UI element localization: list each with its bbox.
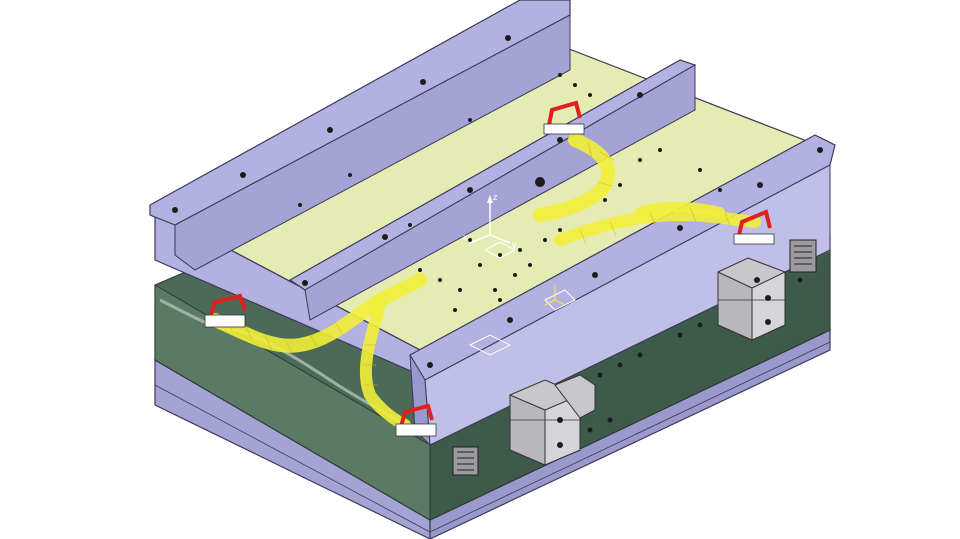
axis-y-label: y	[512, 240, 517, 250]
lifting-handle-back	[543, 100, 585, 135]
lifting-handle-front-center	[395, 403, 437, 437]
sensor-brackets	[468, 241, 576, 356]
lifting-handle-front-left	[204, 293, 247, 328]
cooling-connector-right	[789, 239, 817, 273]
lifting-handle-right	[733, 209, 775, 245]
axis-z-label: z	[493, 192, 498, 202]
xyz-compass-icon: z x y	[463, 192, 566, 306]
locking-block-front	[509, 374, 596, 466]
locking-block-right	[717, 257, 786, 341]
top-clamp-plate	[149, 0, 836, 447]
axis-x-label: x	[463, 232, 468, 242]
cooling-connector-front	[452, 446, 479, 476]
